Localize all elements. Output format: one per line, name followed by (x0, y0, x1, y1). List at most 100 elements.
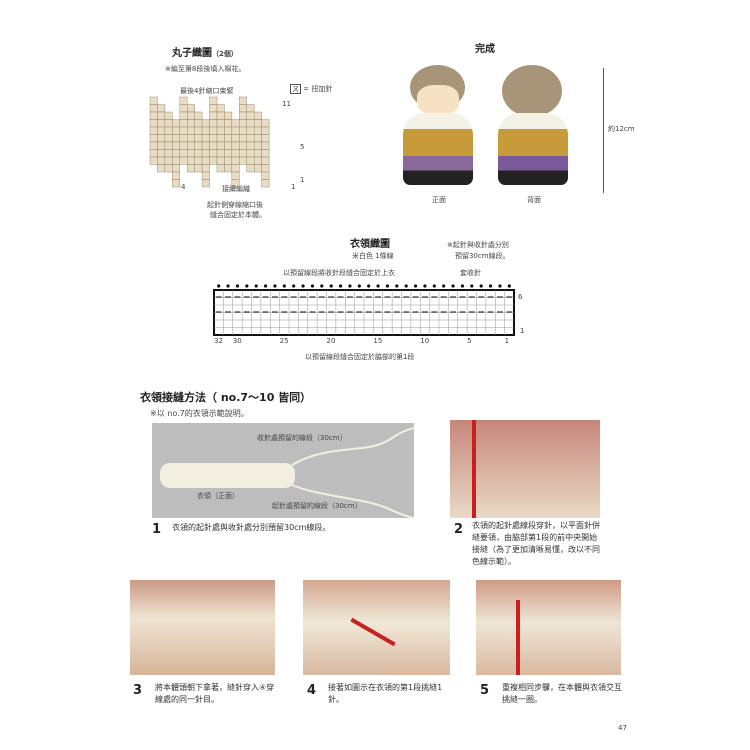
bindoff-dot (413, 284, 418, 288)
collar-col-tick: 1 (504, 337, 510, 345)
collar-col-tick: 15 (373, 337, 383, 345)
chart-cell (216, 149, 225, 158)
bindoff-dot (404, 284, 408, 288)
chart-cell (246, 111, 255, 120)
chart-cell (179, 156, 188, 165)
chart-cell (216, 134, 225, 143)
bindoff-dot (292, 284, 296, 288)
count-text: （2個） (212, 50, 238, 58)
chart-cell (149, 141, 158, 150)
section-title: 衣領接縫方法（ no.7～10 皆同） (140, 391, 312, 404)
chart-cell (157, 164, 166, 173)
size-label: 約12cm (608, 125, 635, 133)
bindoff-dot (282, 284, 286, 288)
chart-cell (246, 141, 255, 150)
step4-number: 4 (307, 683, 317, 698)
chart-cell (172, 141, 181, 150)
chart-cell (261, 171, 270, 180)
collar-col-tick: 25 (279, 337, 289, 345)
bobble-bottom-label: 接續編織 (222, 185, 250, 193)
chart-cell (261, 156, 270, 165)
chart-cell (224, 111, 233, 120)
chart-cell (179, 126, 188, 135)
bindoff-dot (254, 284, 258, 288)
chart-cell (253, 126, 262, 135)
chart-cell (187, 111, 195, 120)
bindoff-dot (385, 284, 390, 288)
chart-cell (194, 141, 203, 150)
bindoff-dot (442, 284, 446, 288)
legend-text: = 扭加針 (303, 85, 333, 93)
chart-cell (216, 111, 225, 120)
section-note: ※以 no.7的衣領示範說明。 (150, 409, 249, 418)
chart-cell (231, 156, 240, 165)
bindoff-dot (226, 284, 230, 288)
chart-cell (224, 134, 233, 143)
chart-cell (164, 141, 173, 150)
bindoff-dot (451, 284, 455, 288)
collar-col-tick: 32 (214, 337, 223, 345)
chart-cell (216, 141, 225, 150)
bindoff-dot (263, 284, 268, 288)
chart-cell (231, 141, 240, 150)
bindoff-dot (217, 284, 221, 288)
chart-cell (224, 126, 233, 135)
chart-cell (164, 119, 173, 128)
chart-cell (253, 141, 262, 150)
chart-cell (187, 119, 195, 128)
bobble-note: ※編至第8段後填入棉花。 (165, 65, 246, 73)
chart-cell (246, 156, 255, 165)
chart-cell (209, 141, 218, 150)
chart-cell (172, 164, 181, 173)
chart-cell (179, 141, 188, 150)
chart-cell (187, 149, 195, 158)
step3-photo (130, 580, 275, 675)
col-label-1: 1 (291, 183, 296, 191)
chart-cell (187, 156, 195, 165)
chart-cell (231, 119, 240, 128)
collar-col-tick: 20 (326, 337, 336, 345)
front-caption: 正面 (432, 196, 446, 204)
doll-front-photo (395, 65, 480, 195)
chart-cell (253, 149, 262, 158)
chart-cell (239, 96, 247, 105)
chart-cell (253, 111, 262, 120)
bindoff-dot (498, 284, 502, 288)
step5-number: 5 (480, 683, 490, 698)
bobble-note-2: 縫合固定於本體。 (210, 211, 266, 219)
chart-cell (164, 111, 173, 120)
chart-cell (253, 156, 262, 165)
chart-cell (149, 126, 158, 135)
bindoff-dot (395, 284, 399, 288)
chart-cell (231, 126, 240, 135)
chart-cell (187, 126, 195, 135)
chart-cell (239, 134, 247, 143)
chart-cell (201, 126, 210, 135)
bindoff-dot (488, 284, 493, 288)
label-bindoff-tail: 收針處預留的線段（30cm） (257, 434, 347, 442)
chart-cell (194, 156, 203, 165)
chart-cell (179, 119, 188, 128)
step1-photo: 收針處預留的線段（30cm） 衣領（正面） 起針處預留的線段（30cm） (152, 423, 414, 518)
chart-cell (253, 119, 262, 128)
bindoff-dot (357, 284, 361, 288)
chart-cell (231, 134, 240, 143)
chart-cell (246, 126, 255, 135)
chart-cell (157, 126, 166, 135)
step1-text: 衣領的起針處與收針處分別預留30cm線段。 (172, 523, 331, 532)
step5-text: 重複相同步驟，在本體與衣領交互挑縫一圈。 (502, 683, 622, 704)
chart-cell (216, 126, 225, 135)
chart-cell (157, 119, 166, 128)
chart-cell (187, 104, 195, 113)
chart-cell (261, 179, 270, 188)
chart-cell (246, 149, 255, 158)
chart-cell (246, 104, 255, 113)
bindoff-dot (432, 284, 436, 288)
chart-cell (209, 149, 218, 158)
chart-cell (187, 141, 195, 150)
chart-cell (157, 111, 166, 120)
step4-photo (303, 580, 450, 675)
chart-cell (157, 104, 166, 113)
chart-cell (246, 119, 255, 128)
